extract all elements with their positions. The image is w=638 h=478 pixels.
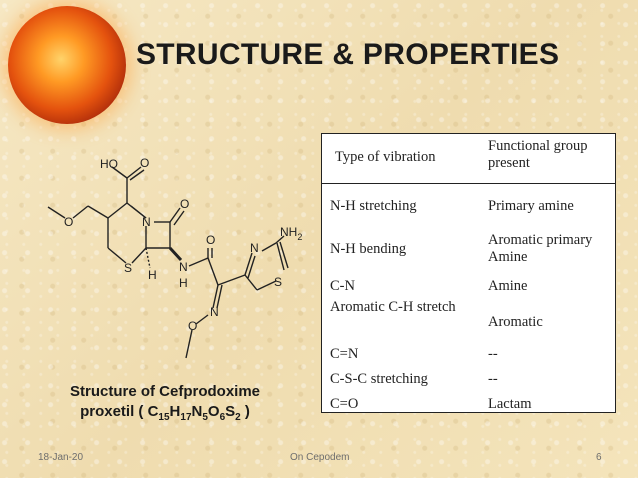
structure-caption: Structure of Cefprodoxime proxetil ( C15… — [40, 382, 290, 428]
mol-label-h2: H — [179, 276, 188, 290]
mol-label-n-amide: N — [179, 260, 188, 274]
table-header: Type of vibration Functional group prese… — [322, 134, 615, 184]
caption-line-1: Structure of Cefprodoxime — [69, 383, 261, 400]
table-row-group: Lactam — [488, 396, 532, 412]
mol-label-n-ring: N — [142, 215, 151, 229]
table-row-group: Aromatic primary Amine — [488, 232, 593, 265]
table-row-group: Amine — [488, 278, 528, 294]
ir-vibration-table: Type of vibration Functional group prese… — [321, 133, 616, 413]
slide-title: STRUCTURE & PROPERTIES — [136, 38, 560, 71]
footer-date: 18-Jan-20 — [38, 452, 84, 463]
table-row-group: -- — [488, 371, 498, 387]
mol-label-o-amide: O — [206, 233, 215, 247]
table-row-vibration: C-S-C stretching — [330, 371, 428, 387]
header-functional-group: Functional group present — [488, 138, 588, 171]
mol-label-s-ring: S — [124, 261, 132, 275]
mol-label-o-lactam: O — [180, 197, 189, 211]
table-row-group: Primary amine — [488, 198, 574, 214]
table-row-vibration: C-N — [330, 278, 355, 294]
mol-label-o-acid: O — [140, 156, 149, 170]
mol-label-s-thiazole: S — [274, 275, 282, 289]
header-vibration: Type of vibration — [335, 149, 436, 165]
sun-image — [8, 6, 126, 124]
table-row-vibration: Aromatic C-H stretch — [330, 299, 456, 315]
table-row-vibration: C=N — [330, 346, 359, 362]
table-row-group: Aromatic — [488, 314, 543, 330]
footer-center-text: On Cepodem — [290, 452, 350, 463]
caption-line-2: proxetil ( C15H17N5O6S2 ) — [80, 403, 250, 423]
mol-label-n-thiazole: N — [250, 241, 259, 255]
table-row-group: -- — [488, 346, 498, 362]
mol-label-ho: HO — [100, 157, 118, 171]
table-row-vibration: C=O — [330, 396, 359, 412]
mol-label-o-ether: O — [64, 215, 73, 229]
table-row-vibration: N-H bending — [330, 241, 407, 257]
chemical-structure-diagram: HO O O O N S H N H O N NH2 S N O — [47, 156, 302, 359]
mol-label-nh2: NH2 — [280, 225, 302, 242]
mol-label-o-oxime: O — [188, 319, 197, 333]
footer-page-number: 6 — [596, 452, 602, 463]
mol-label-h1: H — [148, 268, 157, 282]
table-row-vibration: N-H stretching — [330, 198, 417, 214]
mol-label-n-oxime: N — [210, 305, 219, 319]
